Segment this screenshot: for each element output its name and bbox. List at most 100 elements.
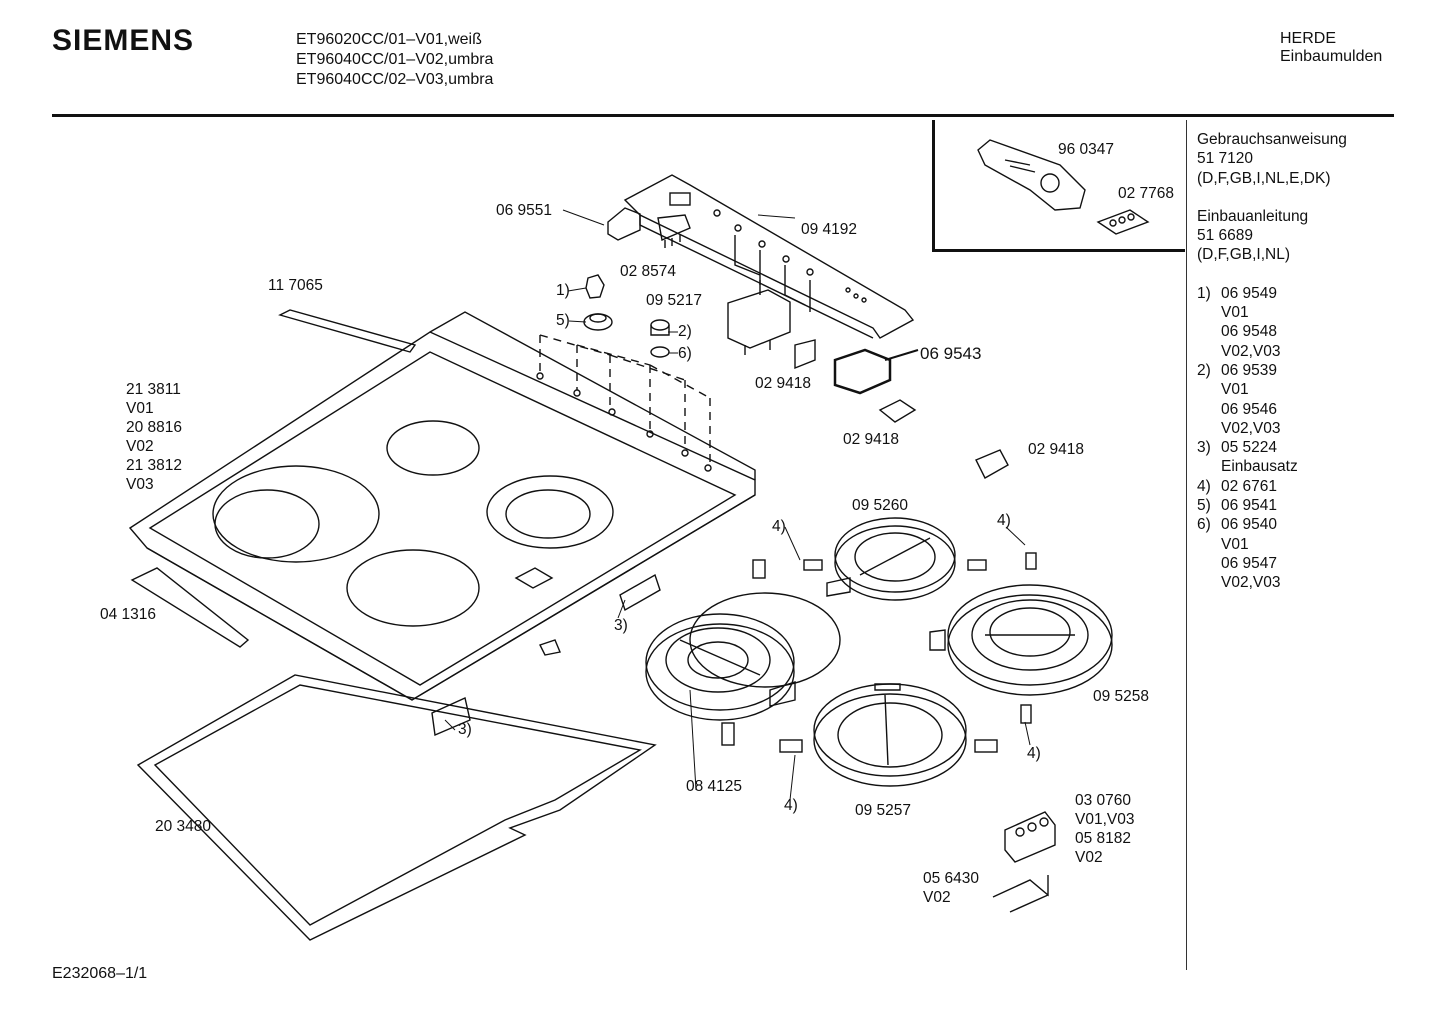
footnote-key: 1) xyxy=(1197,284,1211,302)
leader-lines xyxy=(444,209,1031,801)
seal-frame xyxy=(136,674,657,941)
part-label: 4) xyxy=(1027,745,1041,762)
part-label: 02 7768 xyxy=(1118,185,1175,202)
part-label: 02 9418 xyxy=(843,431,900,448)
part-label: V02 xyxy=(1075,849,1103,866)
footnote-row: 2) 06 9539 xyxy=(1197,361,1347,380)
part-label: V01,V03 xyxy=(1075,811,1135,828)
side-divider xyxy=(1186,120,1187,970)
footnote-key: 2) xyxy=(1197,361,1211,379)
model-line: ET96040CC/01–V02,umbra xyxy=(296,51,494,68)
install-languages: (D,F,GB,I,NL) xyxy=(1197,246,1291,264)
part-label: 96 0347 xyxy=(1058,141,1115,158)
footnote-row: V02,V03 xyxy=(1197,573,1347,592)
part-label: 08 4125 xyxy=(686,778,743,795)
footnote-key xyxy=(1197,342,1221,361)
part-label: 09 5260 xyxy=(852,497,909,514)
footnote-row: V01 xyxy=(1197,535,1347,554)
part-label: V02 xyxy=(126,438,154,455)
assembly-guides xyxy=(539,334,711,465)
glass-variant-labels: 21 3811 V01 20 8816 V02 21 3812 V03 xyxy=(126,380,182,494)
footnote-value: 06 9549 xyxy=(1221,284,1278,302)
part-label: V03 xyxy=(126,476,154,493)
glass-ceramic-cooktop xyxy=(128,311,756,701)
part-label: V02 xyxy=(923,889,951,906)
part-label: 02 8574 xyxy=(620,263,677,280)
footnote-value: V02,V03 xyxy=(1221,342,1281,360)
part-label: 20 8816 xyxy=(126,419,183,436)
model-line: ET96020CC/01–V01,weiß xyxy=(296,31,482,48)
part-label: V01 xyxy=(126,400,154,417)
part-label: 09 5217 xyxy=(646,292,703,309)
footnote-key xyxy=(1197,554,1221,573)
accessory-inset-box xyxy=(932,120,1185,252)
part-label: 03 0760 xyxy=(1075,792,1132,809)
part-label: 1) xyxy=(556,282,570,299)
footnote-value: 06 9546 xyxy=(1221,400,1278,418)
part-label: 2) xyxy=(678,323,692,340)
footnote-value: 05 5224 xyxy=(1221,439,1278,457)
footnote-row: 3)05 5224 xyxy=(1197,438,1347,457)
footnote-row: V01 xyxy=(1197,303,1347,322)
manual-languages: (D,F,GB,I,NL,E,DK) xyxy=(1197,169,1331,187)
part-label: 3) xyxy=(458,721,472,738)
part-label: 4) xyxy=(772,518,786,535)
category-title: HERDE xyxy=(1280,30,1337,47)
footnote-key xyxy=(1197,303,1221,322)
manual-number: 51 7120 xyxy=(1197,150,1254,168)
header-divider xyxy=(52,114,1394,117)
footnote-key xyxy=(1197,573,1221,592)
part-label: 09 4192 xyxy=(801,221,858,238)
heating-element-left xyxy=(645,592,841,721)
part-label: 05 8182 xyxy=(1075,830,1132,847)
document-id: E232068–1/1 xyxy=(52,965,148,982)
category-subtitle: Einbaumulden xyxy=(1280,48,1383,65)
footnote-value: V02,V03 xyxy=(1221,574,1281,592)
footnote-row: 4)02 6761 xyxy=(1197,477,1347,496)
footnote-row: 5)06 9541 xyxy=(1197,496,1347,515)
footnote-row: V02,V03 xyxy=(1197,342,1347,361)
part-label: 06 9551 xyxy=(496,202,553,219)
connector-part xyxy=(657,214,691,248)
heating-element-right xyxy=(929,584,1113,696)
footnote-key xyxy=(1197,419,1221,438)
manual-title: Gebrauchsanweisung xyxy=(1197,131,1347,148)
trim-strip xyxy=(278,309,417,353)
control-panel-bracket xyxy=(623,174,915,339)
model-line: ET96040CC/02–V03,umbra xyxy=(296,71,494,88)
footnote-key xyxy=(1197,322,1221,341)
small-clip xyxy=(539,639,561,656)
part-label: 21 3811 xyxy=(126,381,181,398)
part-label: 4) xyxy=(784,797,798,814)
part-label: 09 5258 xyxy=(1093,688,1150,705)
footnote-value: 06 9548 xyxy=(1221,323,1278,341)
install-number: 51 6689 xyxy=(1197,227,1254,245)
part-label: 04 1316 xyxy=(100,606,157,623)
footnote-key xyxy=(1197,380,1221,399)
footnote-row: V01 xyxy=(1197,380,1347,399)
footnote-value: 06 9547 xyxy=(1221,554,1278,572)
cover-labels: 05 6430 V02 xyxy=(923,869,979,907)
part-label: 21 3812 xyxy=(126,457,183,474)
side-notes: Gebrauchsanweisung 51 7120 (D,F,GB,I,NL,… xyxy=(1197,130,1347,593)
part-label: 11 7065 xyxy=(268,277,323,294)
install-title: Einbauanleitung xyxy=(1197,207,1309,225)
footnote-row: 06 9548 xyxy=(1197,322,1347,341)
footnote-value: V01 xyxy=(1221,535,1249,553)
footnote-value: Einbausatz xyxy=(1221,458,1298,476)
heating-element-bottom xyxy=(813,683,967,787)
part-label: 06 9543 xyxy=(920,344,982,363)
footnote-key: 4) xyxy=(1197,477,1211,495)
plug-part xyxy=(607,207,641,241)
heating-element-top xyxy=(826,517,956,601)
footnote-key: 5) xyxy=(1197,497,1211,515)
part-label: 09 5257 xyxy=(855,802,912,819)
indicator-lamp-part xyxy=(794,339,1009,479)
spacer-parts xyxy=(721,552,1037,753)
model-list: ET96020CC/01–V01,weiß ET96040CC/01–V02,u… xyxy=(296,30,493,90)
footnote-row: 6)06 9540 xyxy=(1197,515,1347,534)
part-label: 05 6430 xyxy=(923,870,980,887)
footnote-value: 06 9539 xyxy=(1221,361,1278,379)
